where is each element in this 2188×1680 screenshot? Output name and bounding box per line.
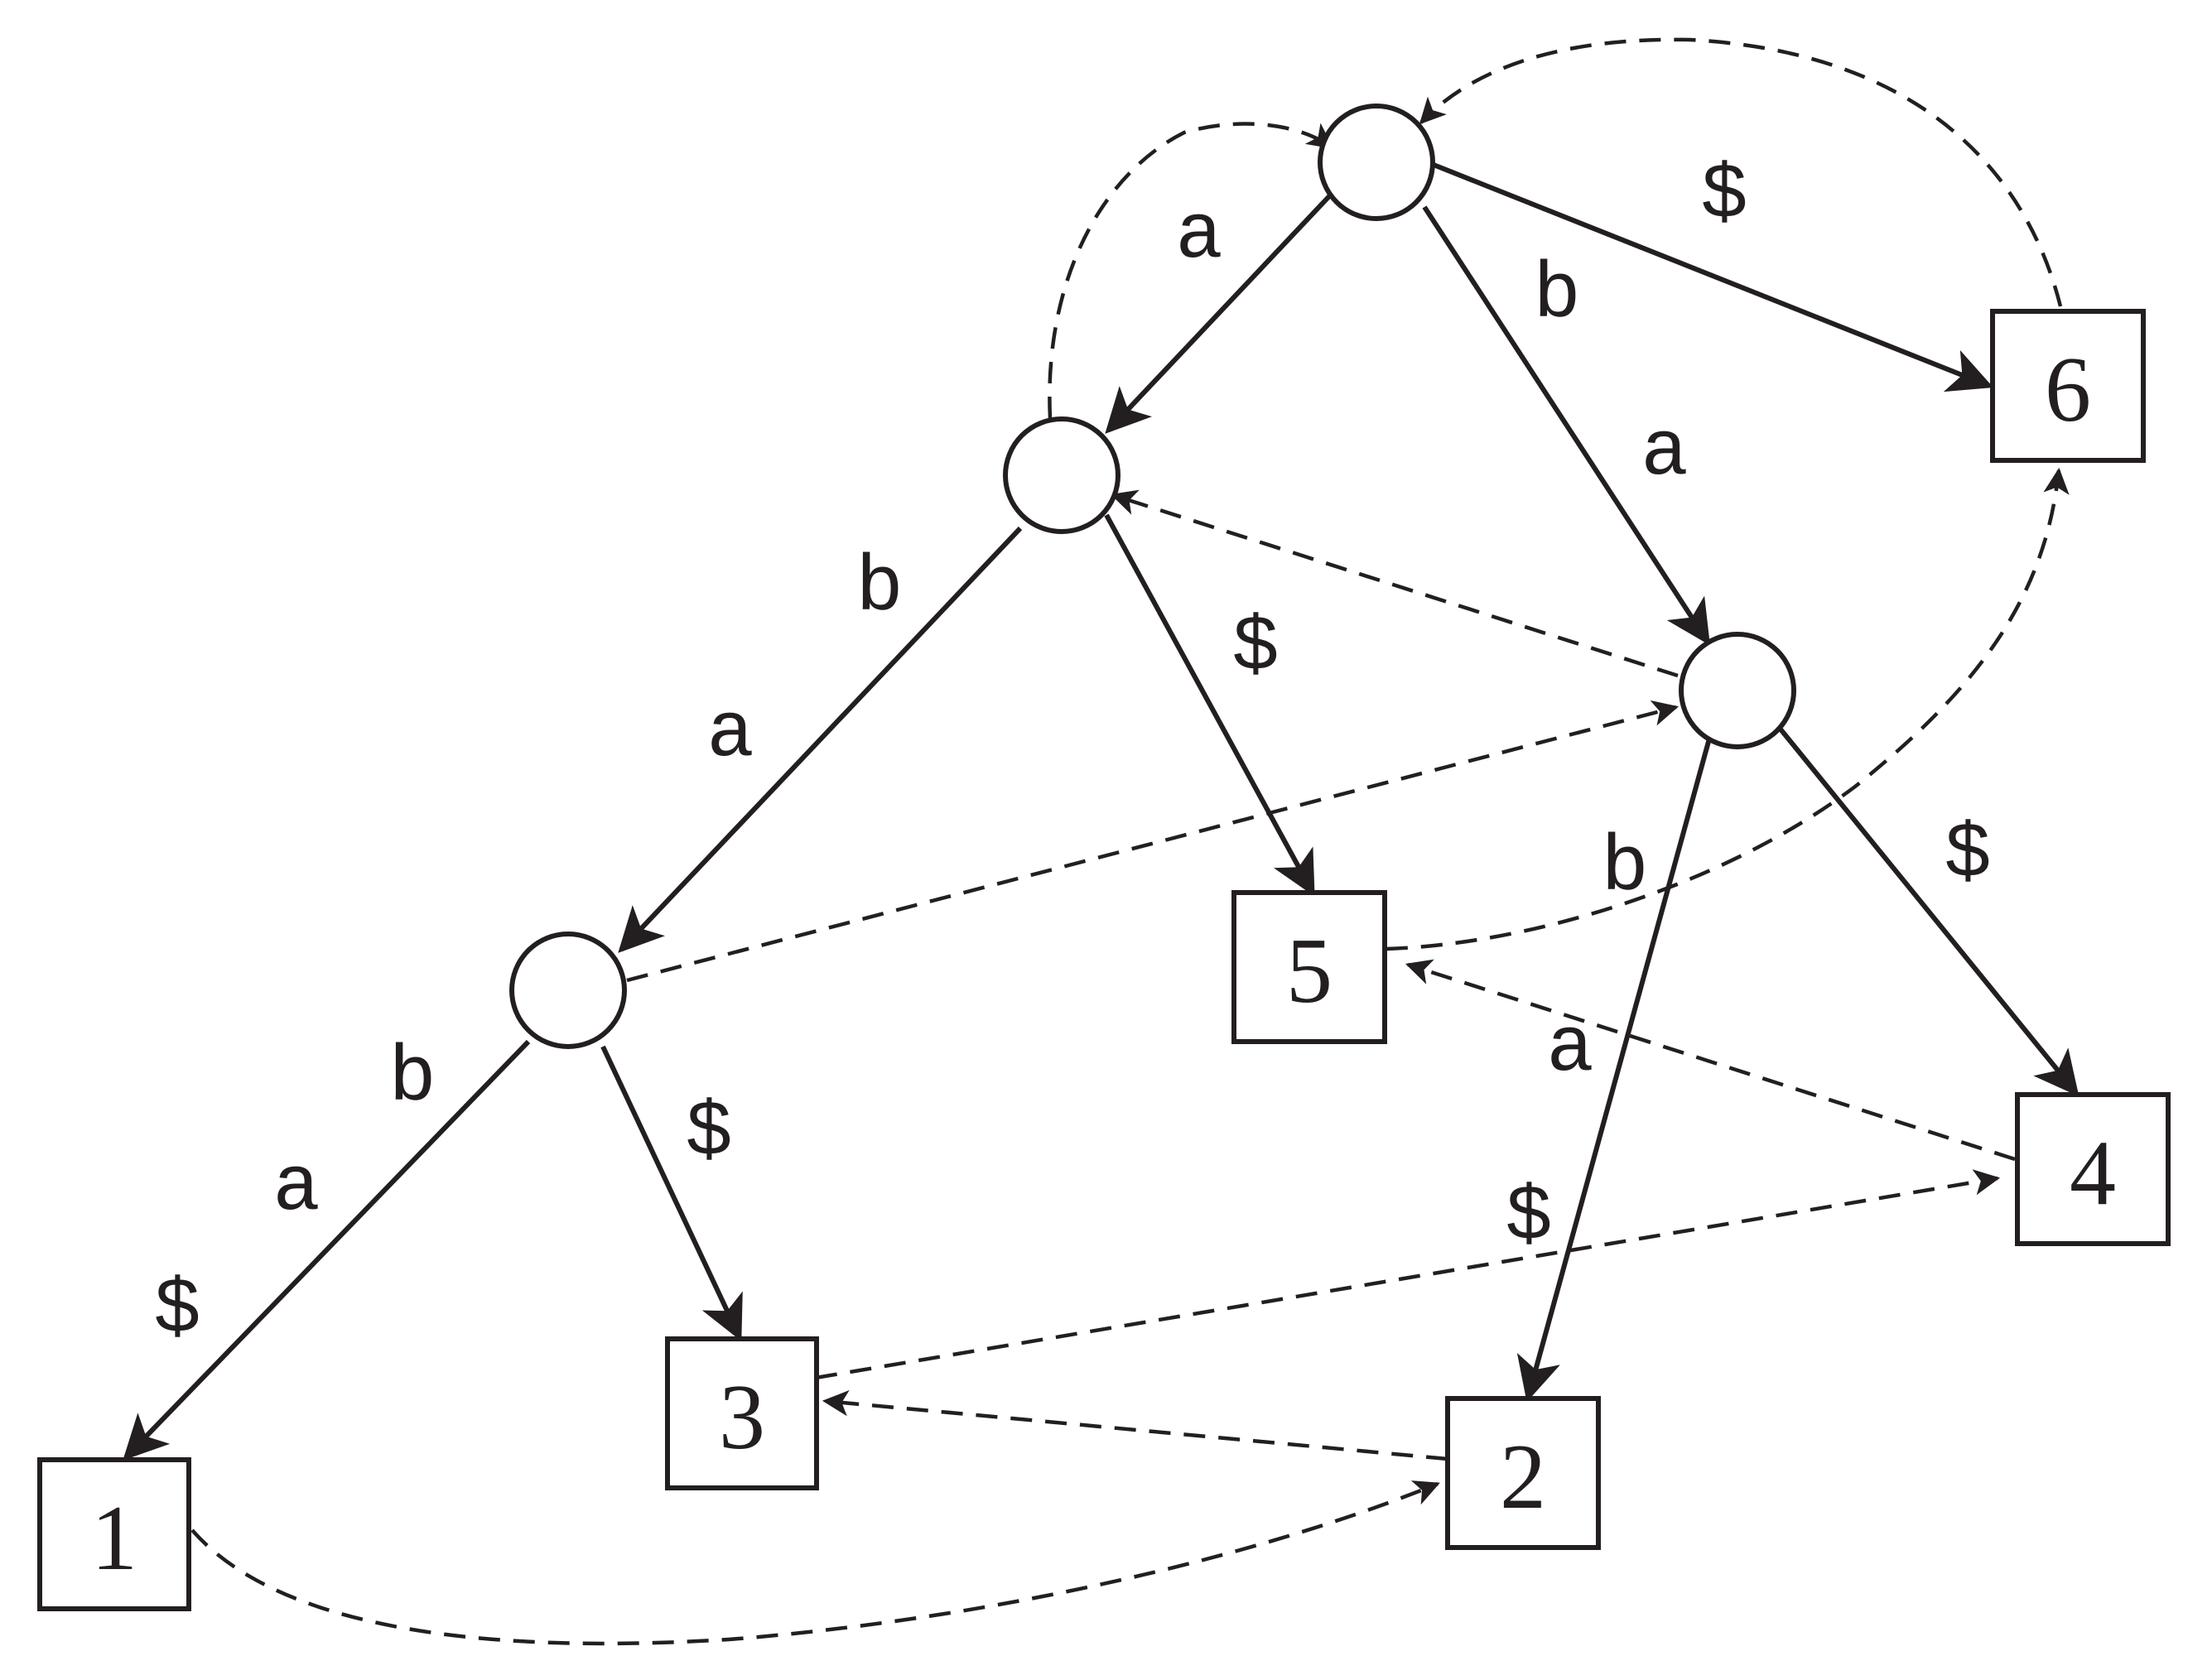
label-a-node-b: b <box>855 543 904 633</box>
leaf-3: 3 <box>665 1336 819 1490</box>
label-a-node-to-leaf-5: $ <box>1231 603 1280 693</box>
leaf-2-label: 2 <box>1500 1426 1546 1528</box>
suffix-link-leaf-1-to-leaf-2 <box>190 1480 1440 1646</box>
label-aba-b: b <box>388 1033 436 1124</box>
label-root-a: a <box>1641 407 1689 498</box>
leaf-2: 2 <box>1445 1396 1601 1550</box>
suffix-links <box>190 37 2070 1646</box>
suffix-link-ba-node-to-a-node <box>1110 489 1679 678</box>
leaf-nodes: 6 5 4 3 2 1 <box>37 309 2171 1611</box>
root-node <box>1318 103 1435 221</box>
label-ba-to-leaf-4: $ <box>1944 810 1992 900</box>
leaf-6: 6 <box>1990 309 2146 463</box>
label-aba-to-leaf-1: $ <box>153 1265 201 1355</box>
leaf-4: 4 <box>2015 1092 2171 1246</box>
edge-labels: a $ b a b a $ b a $ $ b a $ $ <box>153 151 1992 1355</box>
label-aba-to-leaf-3: $ <box>685 1088 733 1178</box>
label-ba-b: b <box>1601 823 1649 913</box>
suffix-link-leaf-6-to-root <box>1419 37 2063 307</box>
label-root-to-leaf-6: $ <box>1700 151 1748 241</box>
leaf-1-label: 1 <box>91 1487 137 1590</box>
suffix-link-aba-node-to-ba-node <box>626 700 1680 983</box>
label-a-node-a: a <box>706 689 754 779</box>
edge-ba-node-to-leaf-2 <box>1516 738 1712 1403</box>
a-node <box>1003 416 1121 534</box>
edge-aba-node-to-leaf-1 <box>123 1039 531 1461</box>
aba-node <box>509 931 627 1049</box>
label-root-to-a-node: a <box>1175 190 1223 281</box>
label-root-b: b <box>1533 250 1581 340</box>
edge-root-to-leaf-6 <box>1428 161 1994 392</box>
leaf-3-label: 3 <box>719 1366 765 1469</box>
leaf-6-label: 6 <box>2045 339 2091 441</box>
edge-a-node-to-aba-node <box>618 526 1023 953</box>
label-ba-to-leaf-2: $ <box>1505 1172 1553 1263</box>
leaf-5-label: 5 <box>1286 920 1333 1023</box>
leaf-5: 5 <box>1231 890 1387 1044</box>
label-aba-a: a <box>272 1143 320 1233</box>
edge-ba-node-to-leaf-4 <box>1776 724 2080 1097</box>
suffix-link-leaf-4-to-leaf-5 <box>1405 959 2016 1162</box>
leaf-4-label: 4 <box>2070 1122 2116 1225</box>
edge-a-node-to-leaf-5 <box>1104 513 1315 897</box>
edge-root-to-a-node <box>1105 193 1333 434</box>
suffix-link-leaf-5-to-leaf-6 <box>1386 467 2070 951</box>
leaf-1: 1 <box>37 1457 191 1611</box>
edge-root-to-ba-node <box>1422 205 1710 646</box>
suffix-link-leaf-2-to-leaf-3 <box>822 1389 1448 1461</box>
suffix-link-leaf-3-to-leaf-4 <box>815 1169 2001 1380</box>
edge-aba-node-to-leaf-3 <box>600 1045 743 1341</box>
ba-node <box>1679 632 1796 749</box>
tree-edges <box>123 161 2080 1461</box>
suffix-link-a-node-to-root <box>1048 122 1334 419</box>
internal-nodes <box>509 103 1796 1049</box>
label-ba-a: a <box>1546 1004 1594 1094</box>
